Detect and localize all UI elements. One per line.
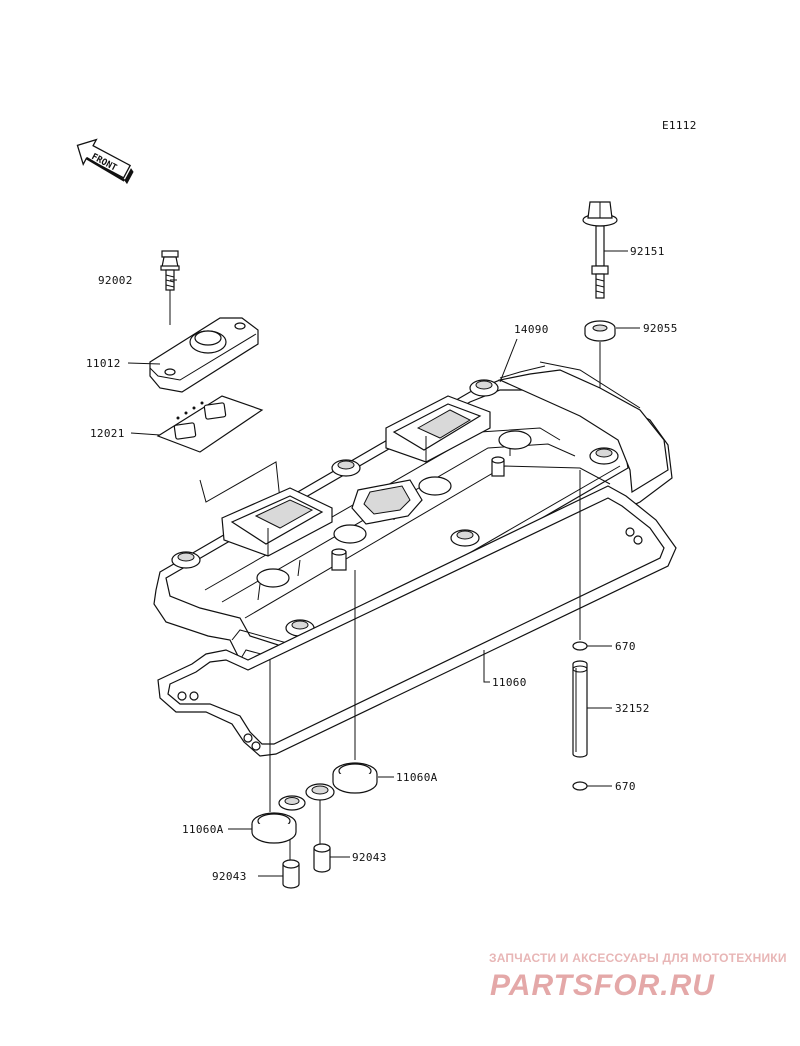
callout-92043-right: 92043 — [352, 851, 387, 864]
gasket-12021 — [156, 395, 264, 453]
callout-14090: 14090 — [514, 323, 549, 336]
callout-32152: 32152 — [615, 702, 650, 715]
callout-92055: 92055 — [643, 322, 678, 335]
callout-11012: 11012 — [86, 357, 121, 370]
callout-11060a-left: 11060A — [182, 823, 224, 836]
callout-92043-left: 92043 — [212, 870, 247, 883]
callout-670-bottom: 670 — [615, 780, 636, 793]
callout-11060a-right: 11060A — [396, 771, 438, 784]
callout-92151: 92151 — [630, 245, 665, 258]
callout-11060: 11060 — [492, 676, 527, 689]
front-arrow-icon: FRONT — [76, 138, 134, 185]
plug-seal-11060a-left — [251, 795, 306, 844]
breather-cover-11012 — [149, 317, 259, 393]
pipe-32152 — [572, 660, 588, 758]
callout-670-top: 670 — [615, 640, 636, 653]
bolt-92002 — [160, 250, 180, 325]
o-ring-670-bottom — [572, 781, 588, 791]
washer-92055 — [584, 320, 616, 342]
callout-12021: 12021 — [90, 427, 125, 440]
collar-92043-left — [282, 859, 300, 889]
cylinder-head-cover-14090 — [153, 361, 673, 681]
collar-92043-right — [313, 843, 331, 873]
head-cover-gasket-11060 — [157, 485, 677, 757]
o-ring-670-top — [572, 641, 588, 651]
callout-92002: 92002 — [98, 274, 133, 287]
diagram-code: E1112 — [662, 119, 697, 132]
watermark-brand: PARTSFOR.RU — [490, 969, 715, 1002]
plug-seal-11060a-right — [305, 762, 378, 801]
watermark-tagline: ЗАПЧАСТИ И АКСЕССУАРЫ ДЛЯ МОТОТЕХНИКИ — [489, 951, 787, 965]
bolt-92151 — [582, 201, 618, 299]
